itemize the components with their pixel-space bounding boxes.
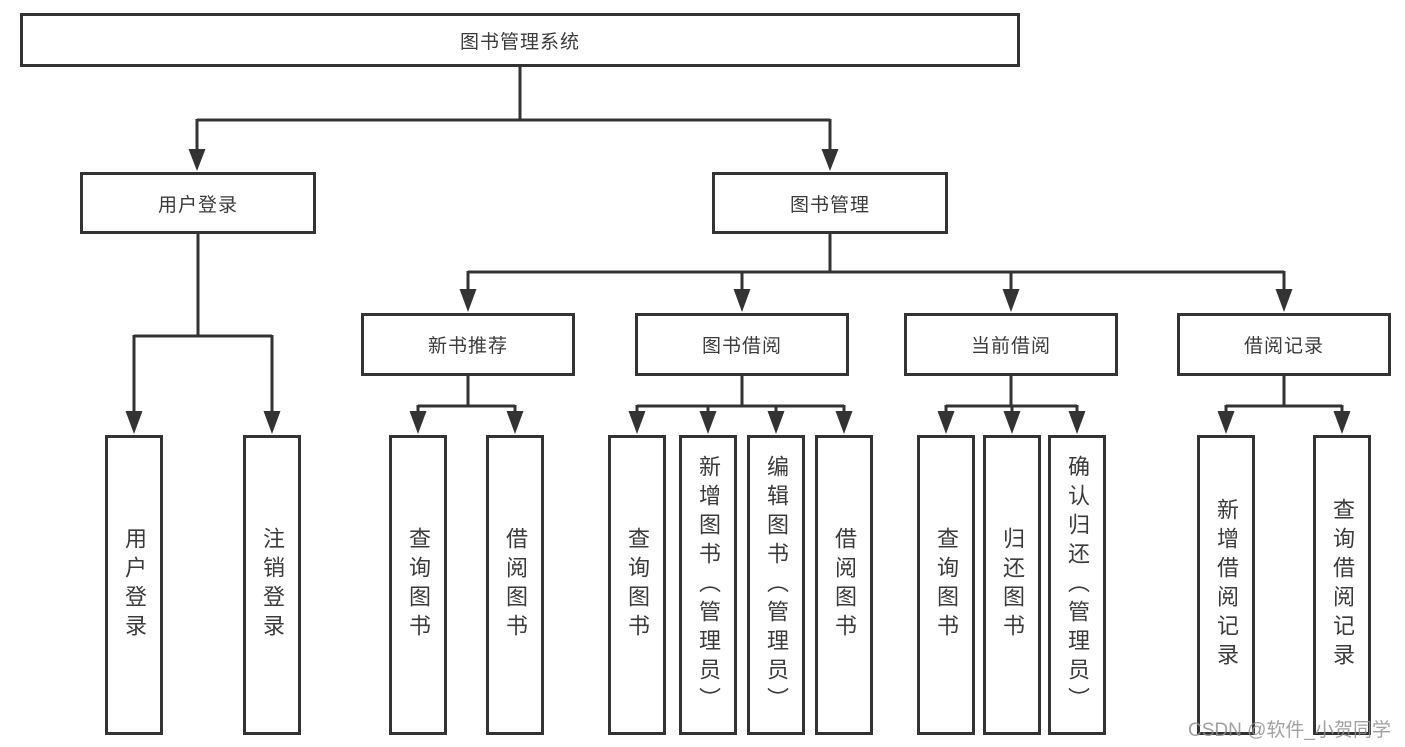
arrowhead-icon <box>1003 411 1021 434</box>
node-book-management: 图书管理 <box>712 172 948 234</box>
arrowhead-icon <box>188 149 206 171</box>
leaf-confirm-return-admin: 确认归还（管理员） <box>1048 435 1106 735</box>
leaf-query-books-current: 查询图书 <box>917 435 975 735</box>
leaf-borrow-books-recommend: 借阅图书 <box>486 435 544 735</box>
leaf-label: 查询借阅记录 <box>1330 498 1355 672</box>
leaf-label: 新增借阅记录 <box>1214 498 1239 672</box>
leaf-label: 查询图书 <box>934 527 959 643</box>
leaf-edit-books-admin: 编辑图书（管理员） <box>747 435 805 735</box>
arrowhead-icon <box>821 149 839 171</box>
node-user-login: 用户登录 <box>80 172 316 234</box>
leaf-logout: 注销登录 <box>243 435 301 735</box>
arrowhead-icon <box>1333 411 1351 434</box>
node-borrow-records: 借阅记录 <box>1177 313 1391 376</box>
arrowhead-icon <box>1068 411 1086 434</box>
node-book-borrow: 图书借阅 <box>635 313 849 376</box>
leaf-borrow-books: 借阅图书 <box>815 435 873 735</box>
leaf-label: 查询图书 <box>406 527 431 643</box>
leaf-return-books: 归还图书 <box>983 435 1041 735</box>
node-current-borrow: 当前借阅 <box>904 313 1118 376</box>
leaf-label: 新增图书（管理员） <box>696 454 721 716</box>
arrowhead-icon <box>733 289 751 312</box>
arrowhead-icon <box>409 411 427 434</box>
arrowhead-icon <box>263 411 281 434</box>
leaf-add-borrow-record: 新增借阅记录 <box>1197 435 1255 735</box>
arrowhead-icon <box>1217 411 1235 434</box>
csdn-watermark: CSDN @软件_小贺同学 <box>1188 720 1391 741</box>
leaf-label: 借阅图书 <box>503 527 528 643</box>
arrowhead-icon <box>1275 289 1293 312</box>
arrowhead-icon <box>835 411 853 434</box>
leaf-label: 借阅图书 <box>832 527 857 643</box>
leaf-label: 归还图书 <box>1000 527 1025 643</box>
leaf-label: 用户登录 <box>122 527 147 643</box>
leaf-label: 注销登录 <box>260 527 285 643</box>
arrowhead-icon <box>459 289 477 312</box>
leaf-query-books-borrow: 查询图书 <box>608 435 666 735</box>
arrowhead-icon <box>767 411 785 434</box>
arrowhead-icon <box>1002 289 1020 312</box>
leaf-query-books-recommend: 查询图书 <box>389 435 447 735</box>
node-library-system: 图书管理系统 <box>20 13 1020 67</box>
arrowhead-icon <box>699 411 717 434</box>
leaf-label: 查询图书 <box>625 527 650 643</box>
leaf-query-borrow-record: 查询借阅记录 <box>1313 435 1371 735</box>
leaf-user-login: 用户登录 <box>105 435 163 735</box>
leaf-label: 确认归还（管理员） <box>1065 454 1090 716</box>
arrowhead-icon <box>125 411 143 434</box>
leaf-label: 编辑图书（管理员） <box>764 454 789 716</box>
leaf-add-books-admin: 新增图书（管理员） <box>679 435 737 735</box>
arrowheads <box>125 149 1351 434</box>
node-new-book-recommend: 新书推荐 <box>361 313 575 376</box>
arrowhead-icon <box>937 411 955 434</box>
arrowhead-icon <box>506 411 524 434</box>
arrowhead-icon <box>628 411 646 434</box>
